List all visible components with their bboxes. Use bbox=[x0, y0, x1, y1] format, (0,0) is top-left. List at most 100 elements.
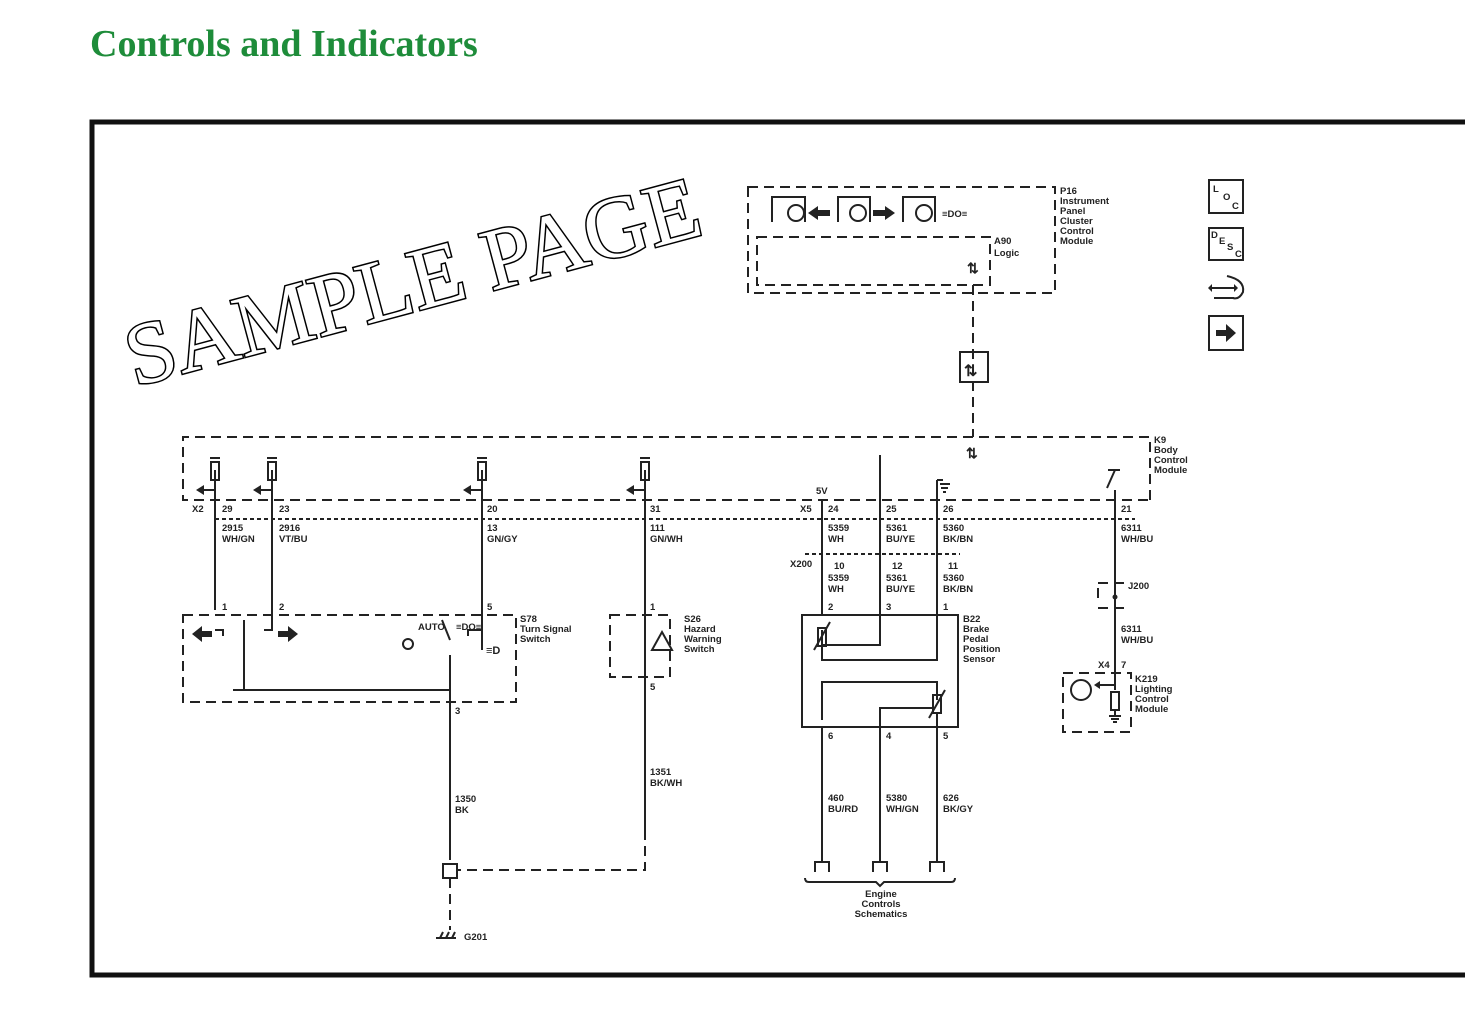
diagram-label: A90 bbox=[994, 236, 1011, 247]
diagram-stroke bbox=[633, 457, 650, 491]
diagram-stroke bbox=[817, 627, 827, 647]
diagram-label: X200 bbox=[790, 559, 812, 570]
diagram-stroke bbox=[1208, 179, 1244, 214]
diagram-label: D bbox=[1211, 230, 1218, 241]
diagram-label: 24 bbox=[828, 504, 839, 515]
high-beam-indicator-icon: ≡DO≡ bbox=[902, 196, 968, 222]
diagram-stroke bbox=[1062, 672, 1132, 733]
diagram-label: WH bbox=[828, 584, 844, 595]
diagram-label: J200 bbox=[1128, 581, 1149, 592]
diagram-label: Controls bbox=[861, 899, 900, 910]
diagram-label: GN/WH bbox=[650, 534, 683, 545]
diagram-label: 5359 bbox=[828, 573, 849, 584]
diagram-label: 5361 bbox=[886, 523, 908, 534]
diagram-stroke bbox=[182, 436, 1151, 501]
diagram-label: Body bbox=[1154, 445, 1178, 456]
diagram-label: 1 bbox=[650, 602, 656, 613]
diagram-label: S26 bbox=[684, 614, 701, 625]
diagram-label: C bbox=[1235, 249, 1242, 260]
diagram-label: Instrument bbox=[1060, 196, 1110, 207]
diagram-label: 2915 bbox=[222, 523, 244, 534]
diagram-label: S bbox=[1227, 242, 1233, 253]
diagram-stroke bbox=[821, 713, 938, 862]
diagram-label: 7 bbox=[1121, 660, 1126, 671]
diagram-label: 2 bbox=[828, 602, 833, 613]
loc-icon[interactable]: LOC bbox=[1208, 179, 1244, 214]
hazard-icon bbox=[650, 629, 674, 651]
diagram-label: X2 bbox=[192, 504, 204, 515]
diagram-stroke bbox=[873, 206, 895, 220]
diagram-label: 6 bbox=[828, 731, 833, 742]
diagram-label: G201 bbox=[464, 932, 488, 943]
diagram-label: 4 bbox=[886, 731, 892, 742]
diagram-label: Warning bbox=[684, 634, 722, 645]
diagram-label: WH/BU bbox=[1121, 635, 1153, 646]
diagram-frame bbox=[89, 119, 1465, 978]
diagram-stroke bbox=[253, 457, 277, 631]
diagram-stroke: ≡DO≡ bbox=[456, 622, 482, 633]
diagram-label: Pedal bbox=[963, 634, 988, 645]
diagram-label: P16 bbox=[1060, 186, 1077, 197]
diagram-label: Position bbox=[963, 644, 1001, 655]
diagram-stroke bbox=[463, 457, 487, 630]
diagram-label: BU/RD bbox=[828, 804, 858, 815]
next-page-arrow-icon[interactable] bbox=[1208, 315, 1244, 351]
connector-wrench-icon[interactable] bbox=[1208, 275, 1245, 300]
diagram-label: 1 bbox=[222, 602, 228, 613]
diagram-label: 5359 bbox=[828, 523, 849, 534]
diagram-stroke bbox=[477, 461, 487, 481]
diagram-label: Module bbox=[1135, 704, 1168, 715]
headlamp-icon: ≡D bbox=[486, 645, 500, 657]
diagram-stroke bbox=[1208, 315, 1244, 351]
diagram-label: GN/GY bbox=[487, 534, 518, 545]
diagram-label: 5V bbox=[816, 486, 828, 497]
diagram-label: AUTO bbox=[418, 622, 445, 633]
diagram-stroke bbox=[260, 457, 277, 491]
diagram-label: S78 bbox=[520, 614, 537, 625]
diagram-label: 31 bbox=[650, 504, 661, 515]
diagram-label: 13 bbox=[487, 523, 498, 534]
diagram-stroke bbox=[1097, 582, 1126, 609]
diagram-label: 3 bbox=[455, 706, 460, 717]
diagram-label: O bbox=[1223, 192, 1230, 203]
diagram-label: C bbox=[1232, 201, 1239, 212]
diagram-label: 12 bbox=[892, 561, 903, 572]
diagram-stroke: ⇅ bbox=[964, 363, 977, 380]
diagram-stroke bbox=[182, 614, 517, 703]
diagram-label: 2916 bbox=[279, 523, 300, 534]
diagram-label: 6311 bbox=[1121, 523, 1142, 534]
diagram-stroke bbox=[808, 206, 830, 220]
diagram-label: 5 bbox=[487, 602, 493, 613]
diagram-stroke bbox=[210, 461, 220, 481]
diagram-label: 23 bbox=[279, 504, 290, 515]
diagram-stroke bbox=[902, 196, 936, 222]
diagram-label: Control bbox=[1060, 226, 1094, 237]
diagram-label: 626 bbox=[943, 793, 959, 804]
diagram-label: Module bbox=[1154, 465, 1187, 476]
diagram-label: 2 bbox=[279, 602, 284, 613]
diagram-stroke bbox=[787, 204, 805, 222]
sample-page-watermark: SAMPLE PAGE bbox=[115, 159, 711, 406]
diagram-label: Control bbox=[1154, 455, 1188, 466]
diagram-stroke bbox=[756, 236, 991, 286]
diagram-label: Logic bbox=[994, 248, 1019, 259]
diagram-stroke bbox=[609, 614, 671, 678]
p16-instrument-cluster: ≡DO≡ ⇅ P16InstrumentPanelClusterControlM… bbox=[747, 186, 1110, 294]
diagram-stroke bbox=[1110, 691, 1120, 711]
diagram-label: 1350 bbox=[455, 794, 476, 805]
diagram-label: Turn Signal bbox=[520, 624, 572, 635]
diagram-stroke bbox=[937, 479, 950, 493]
diagram-label: X4 bbox=[1098, 660, 1110, 671]
diagram-label: K9 bbox=[1154, 435, 1166, 446]
light-sensor-icon bbox=[402, 638, 414, 650]
diagram-label: BU/YE bbox=[886, 534, 915, 545]
diagram-label: BU/YE bbox=[886, 584, 915, 595]
diagram-label: Sensor bbox=[963, 654, 996, 665]
diagram-stroke: ⇅ bbox=[966, 445, 978, 461]
